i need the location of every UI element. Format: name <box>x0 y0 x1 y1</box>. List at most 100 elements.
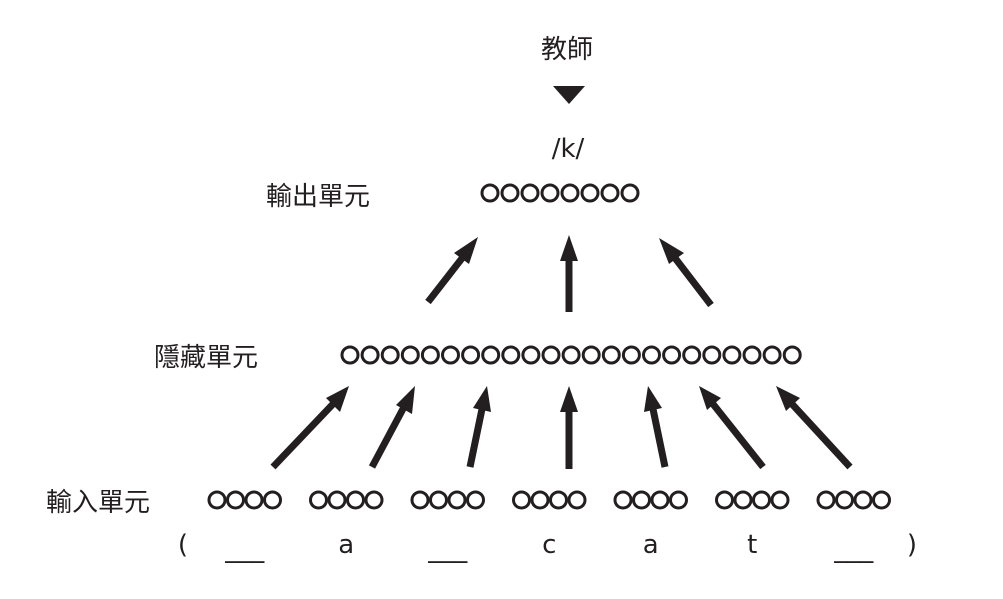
hidden-unit <box>360 345 380 365</box>
arrowhead-icon <box>454 237 478 264</box>
hidden-unit <box>601 345 621 365</box>
arrowhead-icon <box>396 386 415 414</box>
output-unit <box>500 183 520 203</box>
hidden-unit <box>642 345 661 365</box>
target-output-label: /k/ <box>552 134 585 164</box>
input-unit <box>770 490 790 510</box>
hidden-unit <box>762 345 782 365</box>
arrowhead-icon <box>560 235 578 261</box>
input-units <box>207 490 891 510</box>
output-unit <box>540 183 560 203</box>
hidden-unit <box>461 345 481 365</box>
hidden-unit <box>682 345 702 365</box>
arrowhead-icon <box>560 386 578 412</box>
hidden-unit <box>702 345 722 365</box>
input-slot-letter: t <box>747 530 757 560</box>
input-unit <box>549 490 568 510</box>
close-paren: ) <box>907 530 917 560</box>
input-unit <box>853 490 873 510</box>
input-unit <box>530 490 550 510</box>
hidden-unit <box>380 345 400 365</box>
input-unit-group <box>715 490 790 510</box>
input-slots: ___ a ___ c a t ___ <box>224 530 874 564</box>
output-layer-label: 輸出單元 <box>266 182 370 212</box>
hidden-unit <box>340 345 360 365</box>
arrow-line <box>710 401 766 470</box>
input-unit <box>835 490 854 510</box>
input-slot-letter: c <box>542 530 556 560</box>
arrow-line <box>425 254 466 305</box>
hidden-unit <box>501 345 521 365</box>
hidden-to-output-arrows <box>425 235 714 312</box>
input-unit <box>244 490 264 510</box>
hidden-unit <box>400 345 420 365</box>
hidden-unit <box>742 345 762 365</box>
input-unit <box>327 490 347 510</box>
input-slot-blank: ___ <box>427 534 468 564</box>
arrowhead-icon <box>659 238 684 264</box>
input-unit <box>346 490 365 510</box>
input-unit <box>466 490 485 510</box>
arrow-line <box>270 401 336 470</box>
arrowhead-icon <box>644 386 662 412</box>
open-paren: ( <box>178 530 188 560</box>
hidden-unit <box>782 345 802 365</box>
input-unit <box>733 490 753 510</box>
output-unit <box>600 183 620 203</box>
hidden-unit <box>521 345 541 365</box>
hidden-unit <box>441 345 460 365</box>
hidden-unit <box>541 345 561 365</box>
input-unit <box>512 490 531 510</box>
input-layer-label: 輸入單元 <box>46 488 150 518</box>
input-unit <box>816 490 836 510</box>
arrowhead-icon <box>326 386 349 412</box>
input-unit <box>872 490 891 510</box>
input-unit-group <box>613 490 688 510</box>
input-unit-group <box>207 490 282 510</box>
arrowhead-icon <box>776 386 800 411</box>
input-unit <box>650 490 670 510</box>
output-unit <box>560 183 580 203</box>
input-unit <box>226 490 245 510</box>
input-unit <box>364 490 384 510</box>
arrow-line <box>789 401 853 470</box>
output-unit <box>580 183 600 203</box>
input-unit <box>715 490 734 510</box>
input-slot-blank: ___ <box>224 534 265 564</box>
teacher-label: 教師 <box>541 35 593 65</box>
input-unit <box>669 490 688 510</box>
hidden-unit <box>722 345 742 365</box>
hidden-unit <box>581 345 601 365</box>
arrow-line <box>672 255 714 308</box>
input-unit <box>309 490 328 510</box>
input-unit <box>632 490 651 510</box>
input-unit <box>447 490 467 510</box>
input-unit-group <box>816 490 891 510</box>
input-unit <box>263 490 282 510</box>
input-unit <box>567 490 587 510</box>
hidden-unit <box>481 345 501 365</box>
input-unit <box>207 490 227 510</box>
teacher-triangle-icon <box>553 86 585 104</box>
hidden-layer-label: 隱藏單元 <box>154 343 258 373</box>
output-units <box>480 183 640 203</box>
input-slot-letter: a <box>643 530 659 560</box>
hidden-units <box>340 345 802 365</box>
output-unit <box>520 183 540 203</box>
output-unit <box>620 183 640 203</box>
arrow-line <box>649 408 669 468</box>
input-unit-group <box>512 490 587 510</box>
input-slot-letter: a <box>338 530 354 560</box>
input-slot-blank: ___ <box>833 534 874 564</box>
output-unit <box>480 183 500 203</box>
input-to-hidden-arrows <box>270 386 853 470</box>
hidden-unit <box>621 345 641 365</box>
input-unit-group <box>309 490 384 510</box>
hidden-unit <box>662 345 682 365</box>
input-unit <box>613 490 633 510</box>
input-unit <box>410 490 430 510</box>
input-unit-group <box>410 490 485 510</box>
arrow-line <box>368 405 408 469</box>
hidden-unit <box>561 345 581 365</box>
